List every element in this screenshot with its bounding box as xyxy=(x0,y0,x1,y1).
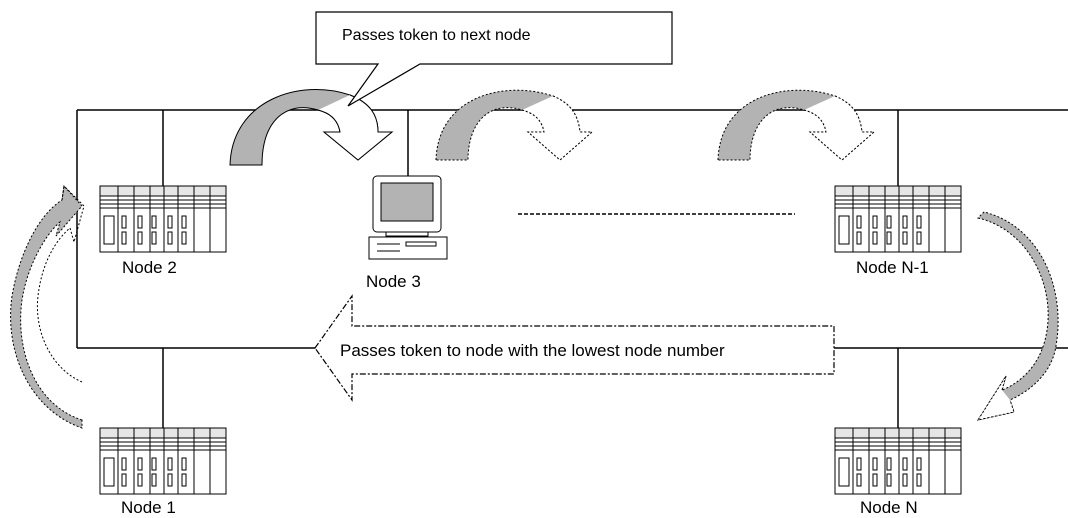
node-n-minus-1-label: Node N-1 xyxy=(856,258,929,277)
callout-next-node xyxy=(315,11,673,107)
node-n-label: Node N xyxy=(860,498,918,517)
callout-next-node-text: Passes token to next node xyxy=(342,27,531,44)
arrow-node2-to-node3 xyxy=(229,88,394,166)
node1-label: Node 1 xyxy=(121,498,176,517)
node2-label: Node 2 xyxy=(122,258,177,277)
plc-rack-icon xyxy=(99,427,227,495)
arrow-node3-onward xyxy=(435,89,594,161)
callout-lowest-node-text: Passes token to node with the lowest nod… xyxy=(340,341,725,360)
arrow-to-node-n-minus-1 xyxy=(717,89,876,161)
node3-label: Node 3 xyxy=(366,272,421,291)
plc-rack-icon xyxy=(834,427,962,495)
arrow-node1-to-node2 xyxy=(10,184,85,429)
computer-icon xyxy=(368,175,448,260)
arrow-node-n-minus-1-to-node-n xyxy=(976,211,1059,421)
plc-rack-icon xyxy=(99,185,227,253)
return-arrow xyxy=(314,294,835,402)
plc-rack-icon xyxy=(834,185,962,253)
